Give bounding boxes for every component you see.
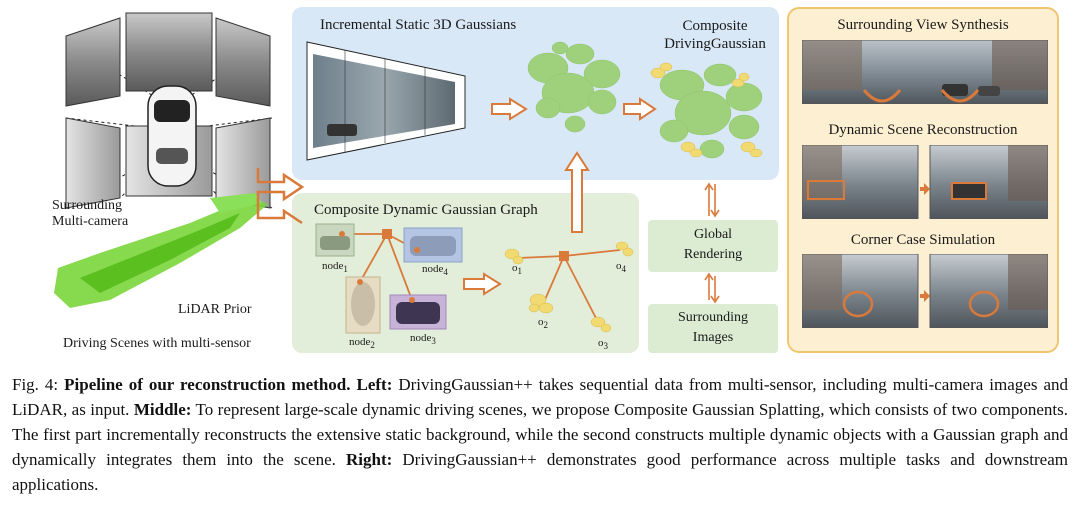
lidar-point-cloud [54, 193, 268, 308]
caption-left-text: DrivingGaussian++ takes sequential data … [12, 375, 1068, 419]
caption-fig-number: Fig. 4: [12, 375, 65, 394]
camera-label: Surrounding Multi-camera [52, 198, 128, 230]
node-box-4 [403, 227, 463, 263]
surrounding-images-box: Surrounding Images [648, 304, 778, 353]
node-box-2 [345, 276, 381, 334]
caption-middle-text: To represent large-scale dynamic driving… [12, 400, 1068, 469]
camera-image-back-left [65, 117, 121, 209]
global-rendering-box: Global Rendering [648, 220, 778, 272]
object-label-3: o3 [598, 337, 608, 352]
gaussian-to-composite-arrow [623, 97, 657, 121]
dynamic-reconstruction-images [802, 145, 1048, 219]
node-box-1 [315, 223, 355, 257]
node-label-2: node2 [349, 336, 375, 351]
object-label-2: o2 [538, 316, 548, 331]
caption-left-head: Left: [356, 375, 393, 394]
input-arrow [256, 168, 305, 225]
static-gaussians [527, 41, 621, 133]
composite-title-line2: DrivingGaussian [664, 36, 766, 52]
camera-label-line1: Surrounding [52, 198, 122, 213]
view-synthesis-image [802, 40, 1048, 104]
caption-right-head: Right: [345, 450, 393, 469]
task-title-corner-case: Corner Case Simulation [850, 232, 996, 248]
object-label-1: o1 [512, 262, 522, 277]
camera-label-line2: Multi-camera [52, 214, 129, 229]
global-rendering-line2: Rendering [683, 247, 743, 262]
lidar-label: LiDAR Prior [178, 302, 252, 317]
static-panel-title: Incremental Static 3D Gaussians [320, 17, 517, 33]
camera-image-front-left [65, 17, 121, 107]
node-label-1: node1 [322, 260, 348, 275]
caption-right-text: DrivingGaussian++ demonstrates good perf… [12, 450, 1068, 494]
caption-title: Pipeline of our reconstruction method. [64, 375, 351, 394]
graph-to-objects-arrow [463, 272, 502, 296]
node-label-3: node3 [410, 332, 436, 347]
scene-label: Driving Scenes with multi-sensor [63, 336, 251, 351]
figure-caption: Fig. 4: Pipeline of our reconstruction m… [12, 372, 1068, 497]
render-arrow-down [704, 272, 720, 304]
surrounding-images-line2: Images [692, 330, 734, 345]
surrounding-images-line1: Surrounding [678, 310, 748, 325]
task-title-view-synthesis: Surrounding View Synthesis [837, 17, 1009, 33]
static-to-gaussian-arrow [491, 97, 528, 121]
car-top-view [147, 85, 197, 187]
object-label-4: o4 [616, 260, 626, 275]
dynamic-graph [315, 223, 463, 334]
composite-title: Composite DrivingGaussian [650, 17, 780, 53]
global-rendering-line1: Global [693, 227, 733, 242]
object-gaussian-graph [504, 241, 634, 333]
node-box-3 [389, 294, 447, 330]
camera-image-back-right [215, 117, 271, 209]
dynamic-to-static-arrow [564, 151, 590, 233]
multi-camera-rig [54, 12, 273, 308]
composite-gaussians [650, 62, 763, 159]
node-label-4: node4 [422, 263, 448, 278]
corner-case-images [802, 254, 1048, 328]
render-arrow-up [704, 182, 720, 218]
dynamic-panel-title: Composite Dynamic Gaussian Graph [314, 202, 538, 218]
camera-image-front [125, 12, 213, 92]
composite-title-line1: Composite [682, 18, 748, 34]
camera-image-front-right [215, 17, 271, 107]
task-title-dynamic-reconstruction: Dynamic Scene Reconstruction [828, 122, 1018, 138]
static-frustum [306, 41, 466, 161]
caption-middle-head: Middle: [133, 400, 192, 419]
